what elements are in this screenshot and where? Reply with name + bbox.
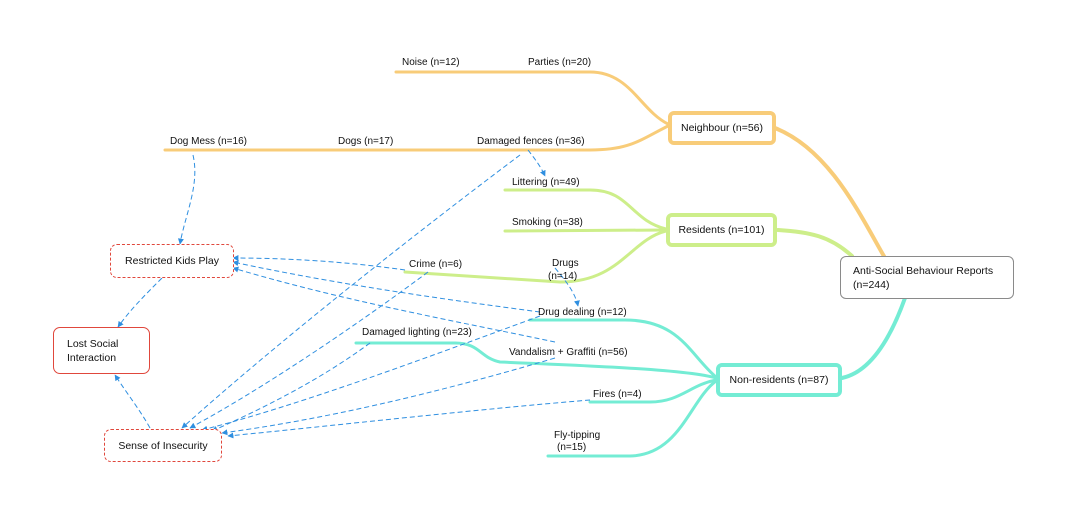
impact-lost-social-interaction[interactable]: Lost Social Interaction — [53, 327, 150, 374]
leaf-drug-dealing: Drug dealing (n=12) — [538, 307, 627, 318]
leaf-noise: Noise (n=12) — [402, 57, 460, 68]
causal-arrows — [114, 149, 591, 439]
leaf-parties: Parties (n=20) — [528, 57, 592, 68]
leaf-vandalism-graffiti: Vandalism + Graffiti (n=56) — [509, 347, 628, 358]
arrow-insecurity-to-lostsocial — [114, 374, 151, 429]
arrow-crime-to-kidsplay — [232, 255, 406, 271]
arrow-vandalism-to-insecurity — [221, 357, 556, 436]
impact-restricted-kids-play[interactable]: Restricted Kids Play — [110, 244, 234, 278]
smoking-line — [503, 228, 668, 233]
neighbour-branch — [163, 70, 887, 260]
leaf-drugs-count: (n=14) — [548, 271, 578, 282]
arrow-drugs-to-drugdealing — [554, 267, 580, 307]
node-residents[interactable]: Residents (n=101) — [666, 213, 777, 247]
leaf-damaged-fences: Damaged fences (n=36) — [477, 136, 585, 147]
node-root-anti-social-behaviour[interactable]: Anti-Social Behaviour Reports (n=244) — [840, 256, 1014, 299]
root-to-non-residents-line — [840, 296, 907, 380]
arrow-drugdealing-to-insecurity — [201, 315, 541, 432]
fly-tipping-line — [546, 379, 718, 458]
noise-parties-line — [394, 70, 670, 126]
arrow-lighting-to-insecurity — [211, 342, 371, 432]
vandalism-lighting-line — [354, 341, 718, 380]
leaf-drugs: Drugs — [552, 258, 579, 269]
node-neighbour[interactable]: Neighbour (n=56) — [668, 111, 776, 145]
drugs-crime-line — [403, 229, 668, 284]
leaf-fly-tipping-count: (n=15) — [557, 442, 587, 453]
arrow-fences-to-littering — [527, 149, 546, 177]
leaf-fly-tipping: Fly-tipping — [554, 430, 601, 441]
leaf-dog-mess: Dog Mess (n=16) — [170, 136, 247, 147]
leaf-damaged-lighting: Damaged lighting (n=23) — [362, 327, 472, 338]
node-non-residents[interactable]: Non-residents (n=87) — [716, 363, 842, 397]
arrow-drugdealing-to-kidsplay — [232, 260, 541, 313]
leaf-littering: Littering (n=49) — [512, 177, 580, 188]
arrow-dogmess-to-kidsplay — [177, 154, 196, 245]
arrow-kidsplay-to-lostsocial — [117, 277, 163, 328]
dogs-fences-line — [163, 124, 670, 152]
root-to-neighbour-line — [773, 126, 887, 260]
leaf-fires: Fires (n=4) — [593, 389, 642, 400]
arrow-crime-to-insecurity — [189, 271, 429, 429]
non-residents-branch — [354, 296, 907, 458]
arrow-fires-to-insecurity — [227, 399, 591, 439]
leaf-smoking: Smoking (n=38) — [512, 217, 583, 228]
arrow-fences-to-insecurity — [181, 154, 521, 429]
leaf-crime: Crime (n=6) — [409, 259, 463, 270]
leaf-dogs: Dogs (n=17) — [338, 136, 394, 147]
impact-sense-of-insecurity[interactable]: Sense of Insecurity — [104, 429, 222, 462]
littering-line — [503, 188, 668, 231]
arrow-vandalism-to-kidsplay — [232, 266, 556, 343]
fires-line — [588, 378, 718, 404]
root-to-residents-line — [776, 228, 854, 258]
residents-branch — [403, 188, 854, 284]
drug-dealing-line — [528, 318, 718, 379]
